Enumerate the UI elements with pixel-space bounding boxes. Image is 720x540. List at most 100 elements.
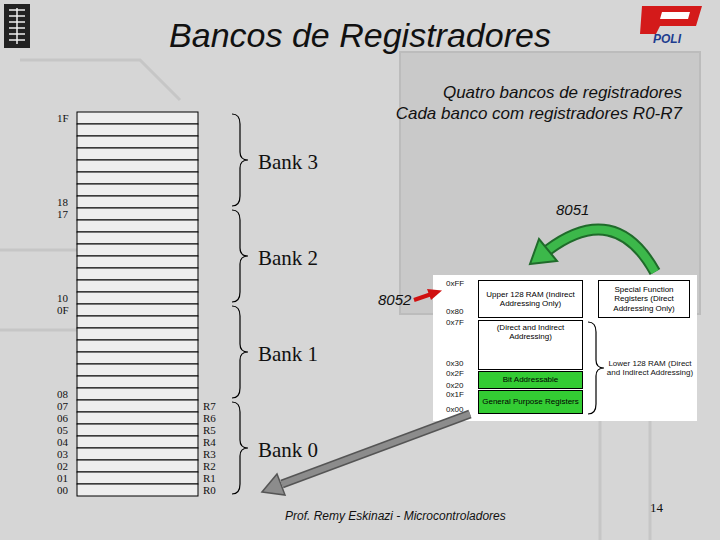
register-cell (77, 340, 198, 352)
box-text: (Direct and Indirect Addressing) (482, 323, 579, 341)
register-name: R6 (203, 412, 216, 425)
curly-brace (232, 114, 248, 206)
chip-logo (4, 4, 30, 48)
poli-logo (640, 6, 702, 34)
hex-address: 0x80 (446, 307, 463, 316)
register-cell (77, 184, 198, 196)
red-arrow (414, 289, 442, 300)
curly-brace (232, 306, 248, 398)
address-label: 06 (57, 412, 68, 425)
register-cell (77, 112, 198, 124)
register-cell (77, 292, 198, 304)
red-arrow-shaft (414, 295, 430, 301)
memory-region-box: Upper 128 RAM (Indirect Addressing Only) (478, 280, 583, 318)
chip-logo-lines (9, 8, 25, 44)
curly-brace (232, 210, 248, 302)
register-cell (77, 280, 198, 292)
hex-address: 0x2F (446, 369, 464, 378)
address-label: 00 (57, 484, 68, 497)
box-text: Upper 128 RAM (Indirect Addressing Only) (482, 290, 579, 308)
address-label: 01 (57, 472, 68, 485)
register-cell (77, 436, 198, 448)
register-name: R4 (203, 436, 216, 449)
register-cell (77, 244, 198, 256)
poli-logo-cutout (660, 12, 690, 19)
register-cell (77, 364, 198, 376)
register-name: R2 (203, 460, 216, 473)
slide-title: Bancos de Registradores (0, 16, 720, 55)
register-cell (77, 136, 198, 148)
register-cell (77, 376, 198, 388)
hex-address: 0x1F (446, 390, 464, 399)
address-label: 02 (57, 460, 68, 473)
register-cell (77, 412, 198, 424)
address-label: 07 (57, 400, 68, 413)
register-cell (77, 388, 198, 400)
bank-label: Bank 3 (258, 150, 318, 174)
register-cell (77, 256, 198, 268)
register-cell (77, 220, 198, 232)
bank-label: Bank 2 (258, 246, 318, 270)
hex-address: 0xFF (446, 279, 464, 288)
register-name: R5 (203, 424, 216, 437)
register-stack (77, 112, 198, 496)
address-label: 05 (57, 424, 68, 437)
hex-address: 0x30 (446, 359, 463, 368)
register-cell (77, 460, 198, 472)
memory-map-panel (433, 275, 697, 421)
box-text: Special Function Registers (Direct Addre… (602, 285, 686, 313)
green-arrow-head (530, 239, 557, 264)
address-label: 03 (57, 448, 68, 461)
curly-brace (232, 402, 248, 494)
circuit-trace (0, 60, 650, 540)
register-name: R7 (203, 400, 216, 413)
chip-name: 8051 (556, 201, 589, 218)
grey-arrow-head (262, 474, 285, 495)
register-cell (77, 316, 198, 328)
register-cell (77, 124, 198, 136)
register-cell (77, 484, 198, 496)
hex-address: 0x7F (446, 318, 464, 327)
box-text: General Purpose Registers (482, 397, 579, 406)
register-name: R0 (203, 484, 216, 497)
slide-note: Cada banco com registradores R0-R7 (396, 104, 682, 124)
register-cell (77, 148, 198, 160)
chip-body (400, 52, 700, 314)
address-label: 18 (57, 196, 68, 209)
green-curved-arrow (530, 230, 655, 272)
register-cell (77, 208, 198, 220)
sfr-box: Special Function Registers (Direct Addre… (598, 280, 690, 318)
region-note: Lower 128 RAM (Direct and Indirect Addre… (606, 359, 694, 377)
chip-name: 8052 (378, 291, 411, 308)
address-label: 1F (57, 112, 69, 125)
address-label: 04 (57, 436, 68, 449)
page-number: 14 (650, 501, 663, 516)
register-cell (77, 352, 198, 364)
register-cell (77, 160, 198, 172)
register-cell (77, 304, 198, 316)
address-label: 0F (57, 304, 69, 317)
address-label: 08 (57, 388, 68, 401)
register-cell (77, 172, 198, 184)
address-label: 10 (57, 292, 68, 305)
register-cell (77, 472, 198, 484)
poli-logo-shape (640, 6, 702, 34)
register-cell (77, 448, 198, 460)
address-label: 17 (57, 208, 68, 221)
hex-address: 0x00 (446, 405, 463, 414)
footer-text: Prof. Remy Eskinazi - Microcontroladores (285, 510, 506, 524)
chip-logo-body (4, 4, 30, 48)
box-text: Bit Addressable (503, 375, 559, 384)
bank-label: Bank 1 (258, 342, 318, 366)
bank-label: Bank 0 (258, 438, 318, 462)
register-area-box: General Purpose Registers (478, 390, 583, 414)
bank-braces (232, 114, 604, 494)
memory-region-box: (Direct and Indirect Addressing) (478, 320, 583, 370)
slide-note: Quatro bancos de registradores (443, 83, 682, 103)
register-cell (77, 328, 198, 340)
green-arrow-outline (548, 230, 655, 272)
